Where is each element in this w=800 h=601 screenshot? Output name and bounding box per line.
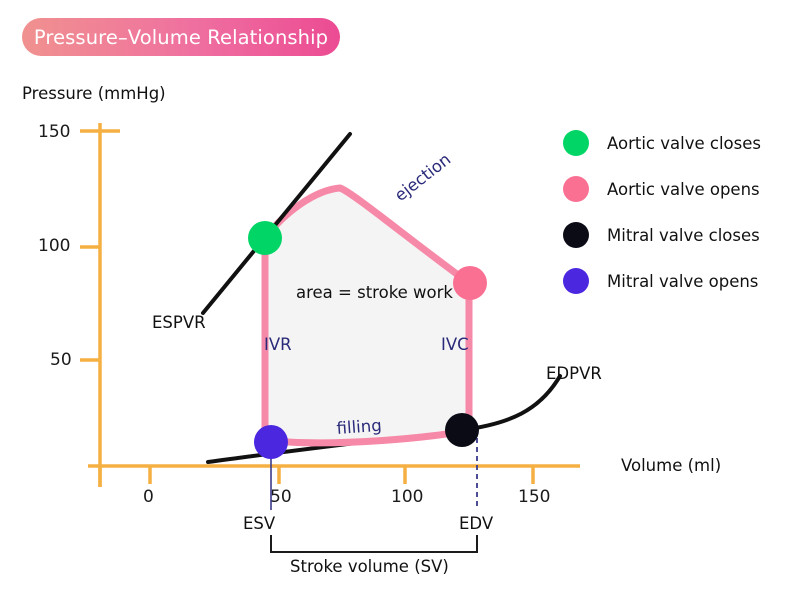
y-tick-150: 150 [38,122,71,142]
edv-label: EDV [459,514,494,533]
pv-loop-outline [261,184,473,447]
x-tick-0: 0 [143,487,154,507]
y-tick-100: 100 [38,236,71,256]
legend-item-mitral-valve-opens: Mitral valve opens [563,258,798,304]
x-tick-150: 150 [518,487,551,507]
marker-mitral-valve-opens [254,425,288,459]
marker-aortic-valve-closes [248,221,282,255]
legend-dot-green [563,130,589,156]
x-tick-100: 100 [391,487,424,507]
legend-label: Mitral valve closes [607,225,760,245]
x-axis-ticks [148,466,535,484]
legend-item-mitral-valve-closes: Mitral valve closes [563,212,798,258]
legend-dot-pink [563,176,589,202]
marker-mitral-valve-closes [445,413,479,447]
legend-dot-blue [563,268,589,294]
y-tick-50: 50 [50,350,72,370]
stroke-work-label: area = stroke work [296,283,453,302]
x-axis-title: Volume (ml) [621,456,722,475]
y-axis-title: Pressure (mmHg) [22,84,166,103]
ivc-label: IVC [441,335,469,354]
title-badge: Pressure–Volume Relationship [22,18,340,56]
legend-label: Mitral valve opens [607,271,759,291]
legend: Aortic valve closes Aortic valve opens M… [563,120,798,304]
espvr-line [201,132,352,315]
filling-label: filling [336,415,383,438]
x-tick-50: 50 [270,487,292,507]
espvr-label: ESPVR [152,313,206,332]
edpvr-label: EDPVR [546,364,602,383]
legend-item-aortic-valve-closes: Aortic valve closes [563,120,798,166]
axis-lines [88,123,580,487]
marker-aortic-valve-opens [453,266,487,300]
legend-label: Aortic valve opens [607,179,760,199]
stroke-volume-label: Stroke volume (SV) [290,557,449,576]
stroke-volume-bracket [270,535,478,553]
pv-loop-area [265,188,469,443]
esv-label: ESV [243,514,276,533]
legend-dot-black [563,222,589,248]
ivr-label: IVR [264,335,292,354]
legend-label: Aortic valve closes [607,133,761,153]
legend-item-aortic-valve-opens: Aortic valve opens [563,166,798,212]
page-title: Pressure–Volume Relationship [33,25,329,49]
y-axis-ticks [80,129,120,487]
